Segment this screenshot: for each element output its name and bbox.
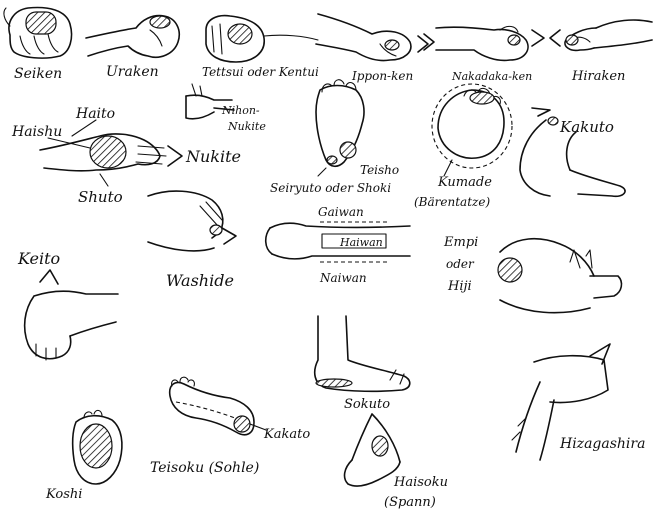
label-koshi: Koshi xyxy=(45,487,82,502)
koshi-sole-sketch xyxy=(73,410,122,484)
empi-impact-area xyxy=(498,258,522,282)
seiken-fist-sketch xyxy=(4,8,72,59)
ippon-ken-fist-sketch xyxy=(316,14,434,61)
label-kumade-line2: (Bärentatze) xyxy=(414,195,490,209)
label-empi-line2: oder xyxy=(446,257,475,271)
label-nukite: Nukite xyxy=(185,147,241,166)
label-haito: Haito xyxy=(75,106,115,122)
nakadaka-ken-fist-sketch xyxy=(436,26,544,60)
hiraken-fist-sketch xyxy=(550,20,652,50)
label-seiken: Seiken xyxy=(14,66,62,82)
label-haisoku-line1: Haisoku xyxy=(393,475,448,490)
washide-hand-sketch xyxy=(148,191,236,251)
label-empi-line1: Empi xyxy=(443,235,478,250)
keito-wrist-sketch xyxy=(25,270,118,360)
label-uraken: Uraken xyxy=(106,64,159,80)
kakuto-impact-area xyxy=(548,117,558,125)
uraken-fist-sketch xyxy=(86,16,179,58)
label-gaiwan: Gaiwan xyxy=(318,205,364,219)
label-teisho: Teisho xyxy=(360,163,399,177)
label-kakato: Kakato xyxy=(263,427,310,442)
label-empi-line3: Hiji xyxy=(447,279,472,294)
label-sokuto: Sokuto xyxy=(344,397,390,412)
tettsui-fist-sketch xyxy=(206,16,318,62)
label-hiraken: Hiraken xyxy=(571,69,625,84)
kakato-impact-area xyxy=(234,416,250,432)
label-tettsui: Tettsui oder Kentui xyxy=(202,65,319,79)
koshi-impact-area xyxy=(80,424,112,468)
nakadaka-ken-impact-area xyxy=(508,35,520,45)
label-kakuto: Kakuto xyxy=(559,118,614,136)
label-haishu: Haishu xyxy=(11,124,62,140)
tettsui-impact-area xyxy=(228,24,252,44)
teisho-impact-area xyxy=(340,142,356,158)
label-haiwan: Haiwan xyxy=(339,236,383,249)
label-seiryuto: Seiryuto oder Shoki xyxy=(270,181,391,195)
ippon-ken-impact-area xyxy=(385,40,399,50)
haisoku-impact-area xyxy=(372,436,388,456)
label-washide: Washide xyxy=(166,271,234,290)
teisho-hand-sketch xyxy=(316,80,364,176)
kumade-hand-sketch xyxy=(432,84,512,176)
label-nakadaka-ken: Nakadaka-ken xyxy=(451,70,532,83)
empi-elbow-sketch xyxy=(498,239,621,313)
washide-impact-area xyxy=(210,225,222,235)
forearm-sketch xyxy=(266,222,410,262)
label-teisoku: Teisoku (Sohle) xyxy=(150,460,259,476)
label-naiwan: Naiwan xyxy=(319,271,367,285)
teisoku-foot-sketch xyxy=(170,377,266,435)
haishu-impact-area xyxy=(90,136,126,168)
label-hizagashira: Hizagashira xyxy=(559,436,645,452)
kumade-impact-area xyxy=(470,92,494,104)
haisoku-foot-sketch xyxy=(345,414,400,486)
label-haisoku-line2: (Spann) xyxy=(384,495,436,510)
label-ippon-ken: Ippon-ken xyxy=(351,69,413,83)
label-keito: Keito xyxy=(17,249,60,268)
seiryuto-impact-area xyxy=(327,156,337,164)
hiraken-impact-area xyxy=(566,35,578,45)
label-nihon-nukite-line2: Nukite xyxy=(227,120,266,133)
uraken-impact-area xyxy=(150,16,170,28)
label-nihon-nukite-line1: Nihon- xyxy=(221,104,260,117)
label-kumade-line1: Kumade xyxy=(437,175,492,190)
sokuto-foot-sketch xyxy=(315,316,410,391)
sokuto-impact-area xyxy=(316,379,352,387)
seiken-impact-area xyxy=(26,12,56,34)
label-shuto: Shuto xyxy=(78,188,123,206)
